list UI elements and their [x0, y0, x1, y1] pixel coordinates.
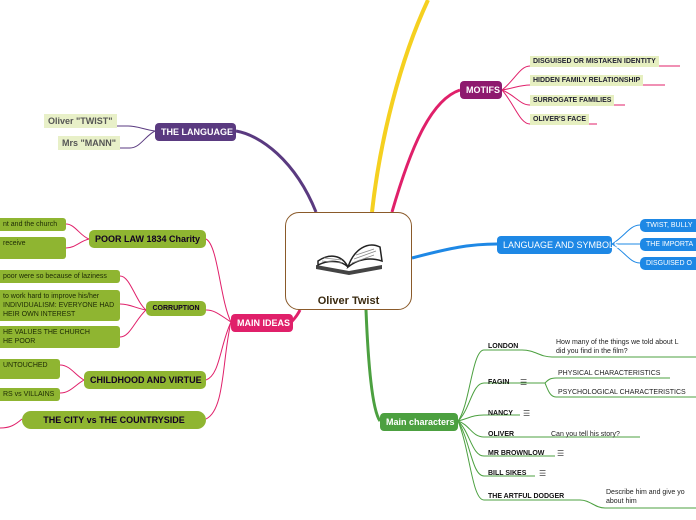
motif-hidden-family[interactable]: HIDDEN FAMILY RELATIONSHIP [530, 75, 644, 86]
character-artful-dodger[interactable]: THE ARTFUL DODGER [488, 493, 565, 500]
symbol-item-importance[interactable]: THE IMPORTA [640, 238, 696, 251]
language-symbols-node[interactable]: LANGUAGE AND SYMBOLS [497, 236, 620, 254]
central-title: Oliver Twist [317, 295, 380, 307]
poor-law-node[interactable]: POOR LAW 1834 Charity [89, 230, 206, 248]
childhood-item-villains[interactable]: RS vs VILLAINS [0, 388, 60, 401]
motifs-node[interactable]: MOTIFS [460, 81, 502, 99]
motif-olivers-face[interactable]: OLIVER'S FACE [530, 114, 590, 125]
corruption-node[interactable]: CORRUPTION [146, 301, 206, 316]
corruption-item-laziness[interactable]: poor were so because of laziness [0, 270, 120, 283]
motif-disguised-identity[interactable]: DISGUISED OR MISTAKEN IDENTITY [530, 56, 659, 67]
oliver-note[interactable]: Can you tell his story? [551, 431, 620, 438]
fagin-psychological[interactable]: PSYCHOLOGICAL CHARACTERISTICS [558, 389, 686, 396]
main-characters-node[interactable]: Main characters [380, 413, 458, 431]
poor-law-item-receive[interactable]: receive [0, 237, 66, 259]
fagin-notes-icon[interactable]: ☰ [520, 378, 528, 387]
city-countryside-node[interactable]: THE CITY vs THE COUNTRYSIDE [22, 411, 206, 429]
symbol-item-twist-bully[interactable]: TWIST, BULLY [640, 219, 696, 232]
sikes-notes-icon[interactable]: ☰ [539, 469, 547, 478]
main-ideas-node[interactable]: MAIN IDEAS [231, 314, 293, 332]
character-nancy[interactable]: NANCY [488, 410, 513, 417]
central-topic[interactable]: Oliver Twist [285, 212, 412, 310]
character-fagin[interactable]: FAGIN [488, 379, 510, 386]
language-item-mann[interactable]: Mrs "MANN" [58, 136, 121, 150]
childhood-virtue-node[interactable]: CHILDHOOD AND VIRTUE [84, 371, 206, 389]
dodger-note[interactable]: Describe him and give yo about him [606, 489, 685, 505]
open-book-icon [316, 244, 383, 275]
nancy-notes-icon[interactable]: ☰ [523, 409, 531, 418]
symbol-item-disguised[interactable]: DISGUISED O [640, 257, 696, 270]
character-brownlow[interactable]: MR BROWNLOW [488, 450, 545, 457]
poor-law-item-church[interactable]: nt and the church [0, 218, 66, 231]
fagin-physical[interactable]: PHYSICAL CHARACTERISTICS [558, 370, 661, 377]
language-item-twist[interactable]: Oliver "TWIST" [44, 114, 117, 128]
character-sikes[interactable]: BILL SIKES [488, 470, 527, 477]
corruption-item-church-values[interactable]: HE VALUES THE CHURCH HE POOR [0, 326, 120, 348]
childhood-item-untouched[interactable]: UNTOUCHED [0, 359, 60, 379]
brownlow-notes-icon[interactable]: ☰ [557, 449, 565, 458]
the-language-node[interactable]: THE LANGUAGE [155, 123, 236, 141]
character-london[interactable]: LONDON [488, 343, 519, 350]
london-note[interactable]: How many of the things we told about L d… [556, 339, 679, 355]
character-oliver[interactable]: OLIVER [488, 431, 515, 438]
motif-surrogate-families[interactable]: SURROGATE FAMILIES [530, 95, 615, 106]
corruption-item-individualism[interactable]: to work hard to improve his/her INDIVIDU… [0, 290, 120, 321]
